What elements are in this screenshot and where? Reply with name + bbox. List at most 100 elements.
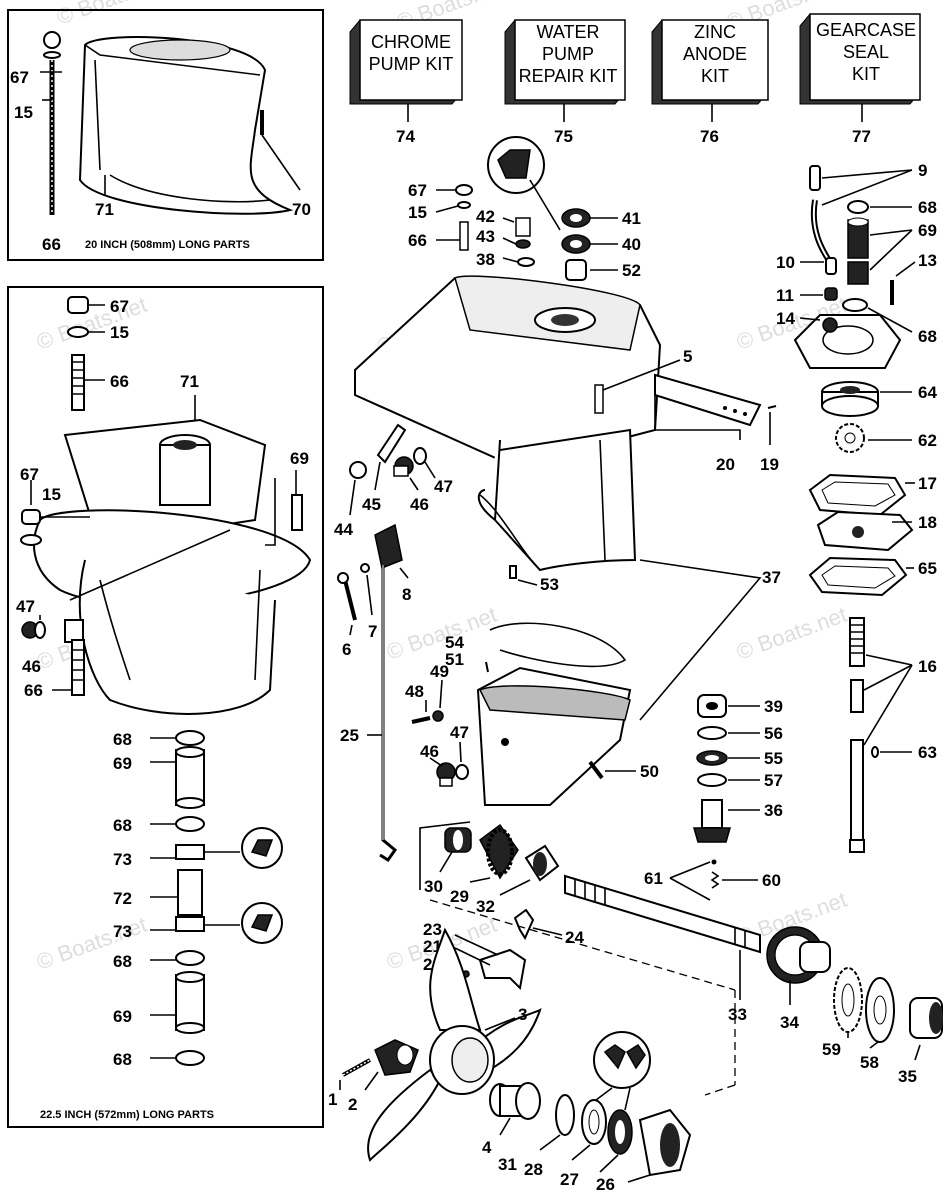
callout-39: 39 [764,697,783,716]
panel-caption: 20 INCH (508mm) LONG PARTS [85,239,250,251]
callout-23: 23 [423,920,442,939]
callout-47: 47 [434,477,453,496]
nut-part [21,509,41,525]
pin-part [509,565,517,579]
washer-part [697,726,727,740]
kit-label: REPAIR KIT [519,66,618,86]
kit-label: PUMP [542,44,594,64]
callout-61: 61 [644,869,663,888]
oring-part [842,298,868,312]
watermark: © Boats.net [733,602,850,665]
callout-44: 44 [334,520,353,539]
oring-part [555,1094,575,1136]
watermark: © Boats.net [383,602,500,665]
callout-45: 45 [362,495,381,514]
kit-label: CHROME [371,32,451,52]
callout-46: 46 [420,742,439,761]
water-pump-parts: 9 68 69 10 13 11 68 14 64 [776,161,937,853]
kit-label: KIT [701,66,729,86]
bearing-stack: 39 56 55 57 36 [693,694,783,843]
oring-part [175,950,205,966]
oring-part [175,1050,205,1066]
callout-54: 54 [445,633,464,652]
drive-shaft-part [849,617,865,667]
callout-52: 52 [622,261,641,280]
callout-69: 69 [113,754,132,773]
callout-67: 67 [20,465,39,484]
bushing-part [565,259,587,281]
callout-6: 6 [342,640,351,659]
callout-17: 17 [918,474,937,493]
callout-59: 59 [822,1040,841,1059]
callout-11: 11 [776,286,794,305]
callout-24: 24 [565,928,584,947]
callout-64: 64 [918,383,937,402]
callout-48: 48 [405,682,424,701]
propeller-blade-part [429,927,482,1031]
callout-66: 66 [24,681,43,700]
washer-part [360,563,370,573]
oring-part [175,816,205,832]
callout-53: 53 [540,575,559,594]
callout-2: 2 [348,1095,357,1114]
callout-65: 65 [918,559,937,578]
kit-chrome-pump: CHROME PUMP KIT 74 [349,19,463,146]
callout-55: 55 [764,749,783,768]
callout-30: 30 [424,877,443,896]
callout-69: 69 [113,1007,132,1026]
washer-part [697,773,727,787]
callout-8: 8 [402,585,411,604]
grommet-part [809,165,821,191]
callout-67: 67 [110,297,129,316]
shift-yoke-part [513,908,535,941]
callout-58: 58 [860,1053,879,1072]
grommet-part [824,287,838,301]
washer-part [517,257,535,267]
callout-66: 66 [42,235,61,254]
callout-73: 73 [113,850,132,869]
callout-15: 15 [110,323,129,342]
nut-part [455,184,473,196]
callout-25: 25 [340,726,359,745]
callout-71: 71 [95,200,114,219]
seal-strip-part [489,622,627,668]
callout-76: 76 [700,127,719,146]
exhaust-housing-part [78,36,294,215]
callout-60: 60 [762,871,781,890]
driveshaft-tube-part [477,428,637,572]
callout-47: 47 [16,597,35,616]
pin-part [376,423,407,464]
washer-part [43,51,61,59]
callout-69: 69 [918,221,937,240]
callout-18: 18 [918,513,937,532]
callout-56: 56 [764,724,783,743]
callout-36: 36 [764,801,783,820]
pin-part [485,661,489,673]
bracket-part [64,619,84,643]
callout-15: 15 [14,103,33,122]
kit-zinc-anode: ZINC ANODE KIT 76 [651,19,769,146]
callout-75: 75 [554,127,573,146]
callout-68: 68 [113,952,132,971]
screw-part [588,760,604,780]
callout-46: 46 [410,495,429,514]
callout-7: 7 [368,622,377,641]
callout-28: 28 [524,1160,543,1179]
callout-50: 50 [640,762,659,781]
callout-68: 68 [113,816,132,835]
callout-20: 20 [716,455,735,474]
callout-33: 33 [728,1005,747,1024]
bolt-part [291,494,303,531]
pin-part [871,746,879,758]
callout-9: 9 [918,161,927,180]
watermark: © Boats.net [33,912,150,975]
propeller-blade-part [367,1068,442,1162]
callout-66: 66 [110,372,129,391]
callout-10: 10 [776,253,795,272]
callout-66: 66 [408,231,427,250]
callout-26: 26 [596,1175,615,1194]
bolt-part [594,384,604,414]
detent-ball-part [711,859,717,865]
stud-part [459,221,469,251]
